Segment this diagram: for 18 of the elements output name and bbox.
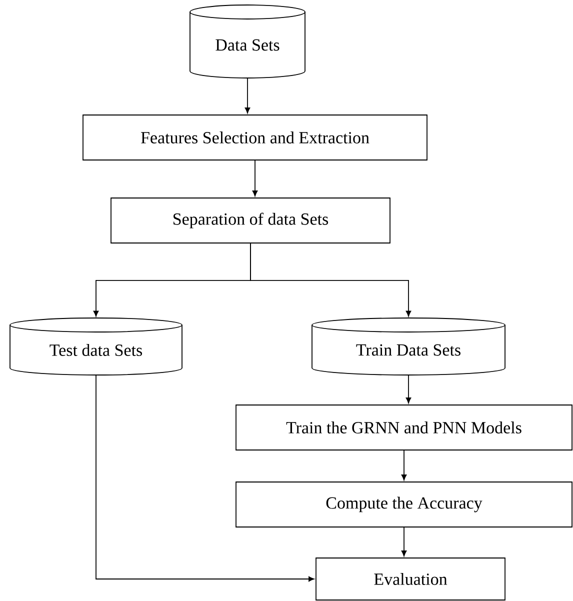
database-cylinder: Train Data Sets [312, 318, 506, 376]
node-label: Test data Sets [50, 344, 142, 356]
arrow [401, 450, 407, 480]
arrow [401, 527, 407, 556]
database-cylinder: Test data Sets [10, 318, 182, 376]
process-box: Compute the Accuracy [236, 482, 572, 528]
database-cylinder: Data Sets [190, 4, 306, 78]
arrow [96, 374, 314, 582]
node-label: Train Data Sets [356, 344, 460, 356]
arrow [244, 78, 250, 114]
arrow [252, 160, 258, 196]
process-box: Features Selection and Extraction [82, 114, 428, 160]
process-box: Separation of data Sets [110, 198, 390, 244]
process-box: Evaluation [316, 558, 506, 600]
process-box: Train the GRNN and PNN Models [236, 404, 572, 450]
arrow [406, 374, 412, 404]
node-label: Data Sets [216, 39, 280, 51]
arrow [250, 243, 412, 317]
